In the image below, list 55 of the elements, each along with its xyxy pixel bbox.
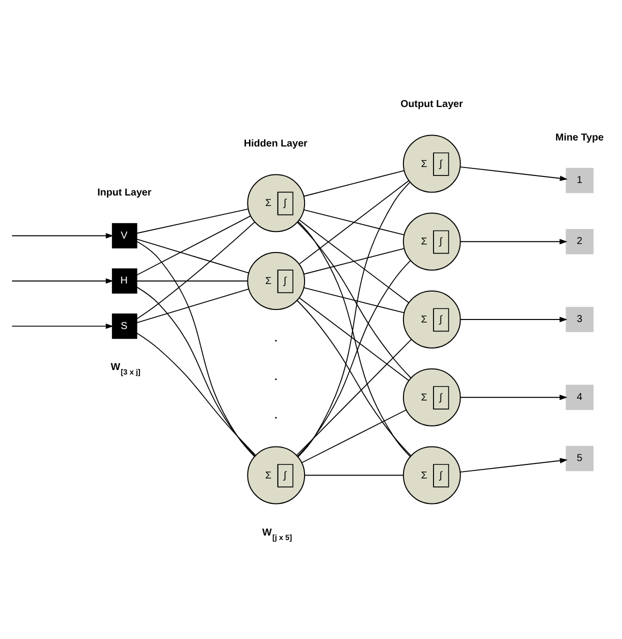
node-box: S [112,314,138,339]
label: . [274,410,278,422]
node-box: 1 [566,168,594,194]
label: W$_{[3 x j]}$ [110,362,140,376]
connector [303,248,404,275]
arrow [12,324,114,329]
node-box: V [112,223,138,248]
node-box: 3 [566,306,594,332]
connector [136,288,250,324]
connector [136,286,256,456]
label: Input Layer [97,188,152,199]
arrow [460,238,568,244]
node-circle: Σ ∫ [402,290,461,348]
label: Output Layer [400,98,463,110]
connector [296,300,412,456]
node-circle: Σ ∫ [402,134,461,193]
connector [304,474,404,476]
node-circle: Σ ∫ [402,446,461,504]
connector [303,170,404,197]
connector [136,222,256,320]
node-box: 5 [566,446,594,472]
arrow [460,166,568,182]
label: Mine Type [555,132,604,144]
connector [298,297,410,382]
arrow [460,316,568,322]
node-circle: Σ ∫ [247,174,306,232]
connector [296,339,412,456]
node-circle: Σ ∫ [402,212,461,271]
connector [303,209,404,236]
arrow [460,458,568,473]
node-circle: Σ ∫ [247,252,306,310]
connector [297,222,412,378]
label: . [274,333,278,344]
node-circle: Σ ∫ [402,368,461,426]
connector [136,240,255,457]
arrow [12,278,114,284]
connector [136,332,256,456]
node-circle: Σ ∫ [247,446,306,504]
connector [136,280,248,282]
node-box: H [112,268,138,294]
connector [136,208,248,234]
connector [298,220,410,304]
connector [298,180,410,264]
connector [301,410,407,464]
label: . [274,372,278,383]
arrow [12,233,114,238]
node-box: 4 [566,384,594,410]
label: W$_{[j x 5]}$ [262,528,292,542]
connector [303,287,404,314]
label: Hidden Layer [244,138,308,150]
connector [297,260,411,457]
node-box: 2 [566,228,594,254]
connector [136,238,250,274]
connector [136,216,252,276]
arrow [460,394,568,400]
